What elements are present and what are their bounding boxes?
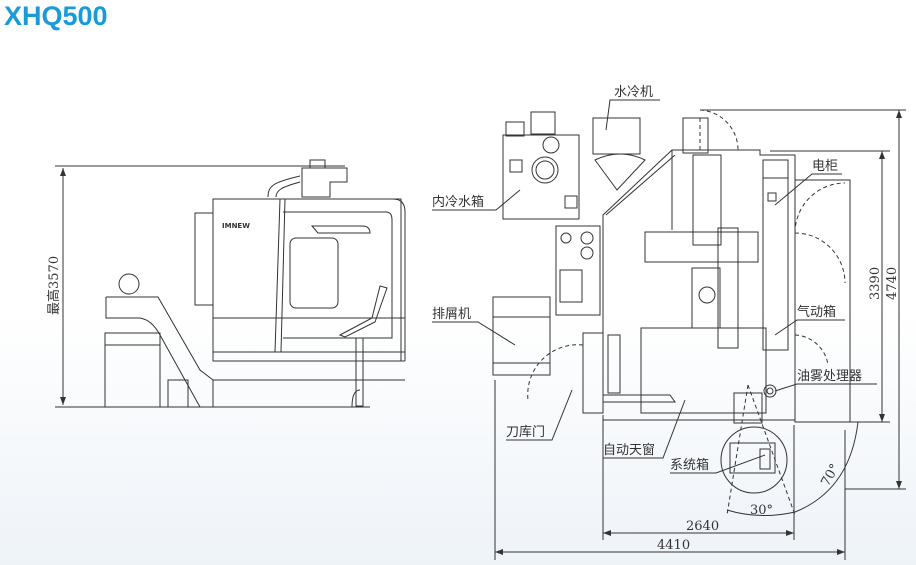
dimension-2640: 2640 <box>686 519 719 534</box>
plan-view <box>432 99 906 560</box>
dimension-3390: 3390 <box>868 267 883 300</box>
label-internal-coolant-tank: 内冷水箱 <box>432 194 484 210</box>
control-box <box>720 426 788 494</box>
water-chiller <box>592 117 641 155</box>
height-label: 最高3570 <box>46 256 62 315</box>
dimension-4740: 4740 <box>885 267 900 300</box>
dimension-angle-30: 30° <box>750 503 773 518</box>
label-auto-skylight: 自动天窗 <box>603 442 655 458</box>
dimension-angle-70: 70° <box>818 462 843 489</box>
label-tool-magazine-door: 刀库门 <box>506 424 545 440</box>
label-oil-mist-collector: 油雾处理器 <box>797 369 862 384</box>
side-view: 最高3570 IMNEW <box>46 159 406 408</box>
label-control-box: 系统箱 <box>670 457 709 473</box>
dimension-4410: 4410 <box>657 538 690 553</box>
label-electrical-cabinet: 电柜 <box>812 159 838 174</box>
label-water-chiller: 水冷机 <box>614 85 653 100</box>
logo: IMNEW <box>222 222 250 230</box>
page-title: XHQ500 <box>4 1 108 31</box>
internal-coolant-tank <box>502 111 580 220</box>
label-chip-conveyor: 排屑机 <box>432 307 471 322</box>
operator-panel-arm <box>338 285 388 338</box>
label-pneumatic-box: 气动箱 <box>797 304 836 320</box>
electrical-cabinet <box>762 177 789 351</box>
